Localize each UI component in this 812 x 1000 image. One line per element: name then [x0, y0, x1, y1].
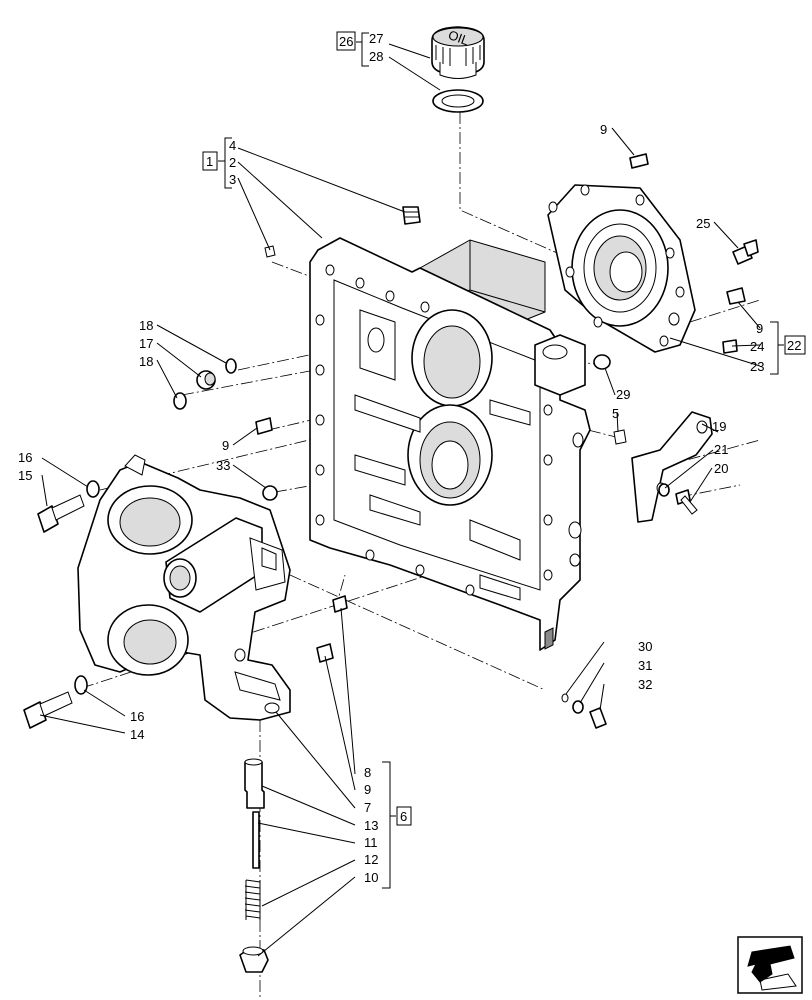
flange-bolt-holes: [315, 264, 553, 596]
callout-9c: 9: [222, 438, 229, 453]
callout-15: 15: [18, 468, 32, 483]
cap-washer: [432, 89, 484, 113]
callout-23: 23: [750, 359, 764, 374]
callout-17: 17: [139, 336, 153, 351]
callout-24: 24: [750, 339, 764, 354]
group-brackets: [218, 32, 784, 889]
callout-7: 7: [364, 800, 371, 815]
callout-32: 32: [638, 677, 652, 692]
callout-21: 21: [714, 442, 728, 457]
callout-13: 13: [364, 818, 378, 833]
callout-11: 11: [364, 835, 378, 850]
callout-16a: 16: [18, 450, 32, 465]
callout-29: 29: [616, 387, 630, 402]
seal-cover-plate: [547, 184, 696, 353]
oil-filler-cap: OIL: [431, 26, 485, 79]
callout-27: 27: [369, 31, 383, 46]
callout-25: 25: [696, 216, 710, 231]
small-parts: [23, 153, 759, 973]
callout-28: 28: [369, 49, 383, 64]
callout-labels: 27 28 4 2 3 9 25 9 24 23 29 5 19 21 20 1…: [18, 31, 764, 885]
callout-22: 22: [787, 338, 801, 353]
return-arrow-icon[interactable]: [737, 936, 803, 994]
callout-20: 20: [714, 461, 728, 476]
cap-text: OIL: [446, 27, 471, 48]
callout-2: 2: [229, 155, 236, 170]
boxed-callouts: 26 1 22 6: [202, 31, 806, 826]
callout-16b: 16: [130, 709, 144, 724]
callout-3: 3: [229, 172, 236, 187]
callout-9b: 9: [756, 321, 763, 336]
callout-33: 33: [216, 458, 230, 473]
callout-8: 8: [364, 765, 371, 780]
leader-lines: [39, 43, 761, 957]
callout-31: 31: [638, 658, 652, 673]
callout-1: 1: [206, 154, 213, 169]
callout-10: 10: [364, 870, 378, 885]
callout-6: 6: [400, 809, 407, 824]
callout-19: 19: [712, 419, 726, 434]
front-cover-housing: [77, 454, 291, 721]
callout-9a: 9: [600, 122, 607, 137]
main-housing: [309, 237, 591, 651]
bracket: [631, 411, 713, 523]
callout-12: 12: [364, 852, 378, 867]
callout-30: 30: [638, 639, 652, 654]
callout-18a: 18: [139, 318, 153, 333]
callout-26: 26: [339, 34, 353, 49]
callout-4: 4: [229, 138, 236, 153]
callout-18b: 18: [139, 354, 153, 369]
callout-5: 5: [612, 406, 619, 421]
callout-14: 14: [130, 727, 144, 742]
callout-9d: 9: [364, 782, 371, 797]
